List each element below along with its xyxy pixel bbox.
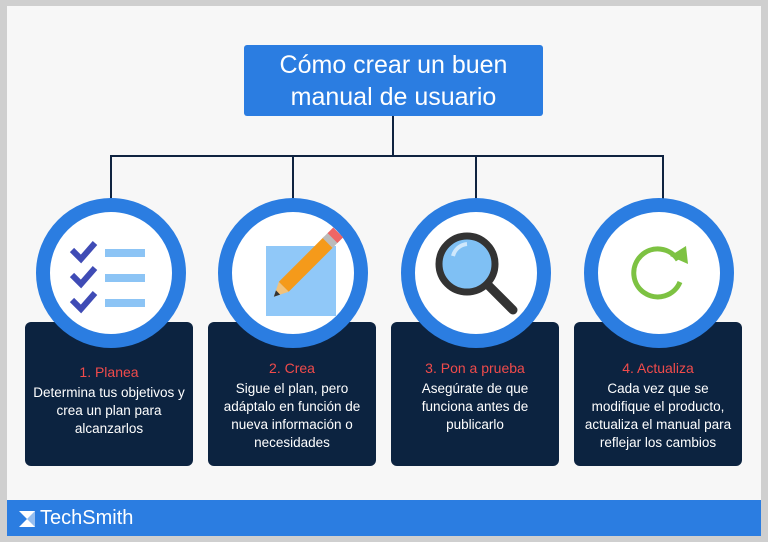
connector	[662, 155, 664, 205]
refresh-icon	[584, 198, 734, 348]
connector	[110, 155, 664, 157]
techsmith-logo: TechSmith	[19, 507, 133, 530]
connector	[110, 155, 112, 205]
step-text: Asegúrate de que funciona antes de publi…	[421, 381, 529, 432]
step-text: Sigue el plan, pero adáptalo en función …	[223, 381, 361, 450]
connector	[475, 155, 477, 205]
infographic: Cómo crear un buen manual de usuario 1. …	[7, 6, 761, 536]
step-heading: 4. Actualiza	[622, 360, 694, 376]
page-title: Cómo crear un buen manual de usuario	[244, 45, 543, 116]
footer: TechSmith	[7, 500, 761, 536]
step-heading: 1. Planea	[79, 364, 139, 380]
step-heading: 3. Pon a prueba	[425, 360, 525, 376]
checklist-icon	[36, 198, 186, 348]
brand-name: TechSmith	[40, 507, 134, 529]
connector	[392, 116, 394, 156]
connector	[292, 155, 294, 205]
pencil-icon	[218, 198, 368, 348]
techsmith-logo-icon	[19, 510, 35, 527]
step-heading: 2. Crea	[269, 360, 315, 376]
step-text: Determina tus objetivos y crea un plan p…	[33, 385, 185, 436]
magnifier-icon	[401, 198, 551, 348]
step-text: Cada vez que se modifique el producto, a…	[584, 381, 732, 450]
